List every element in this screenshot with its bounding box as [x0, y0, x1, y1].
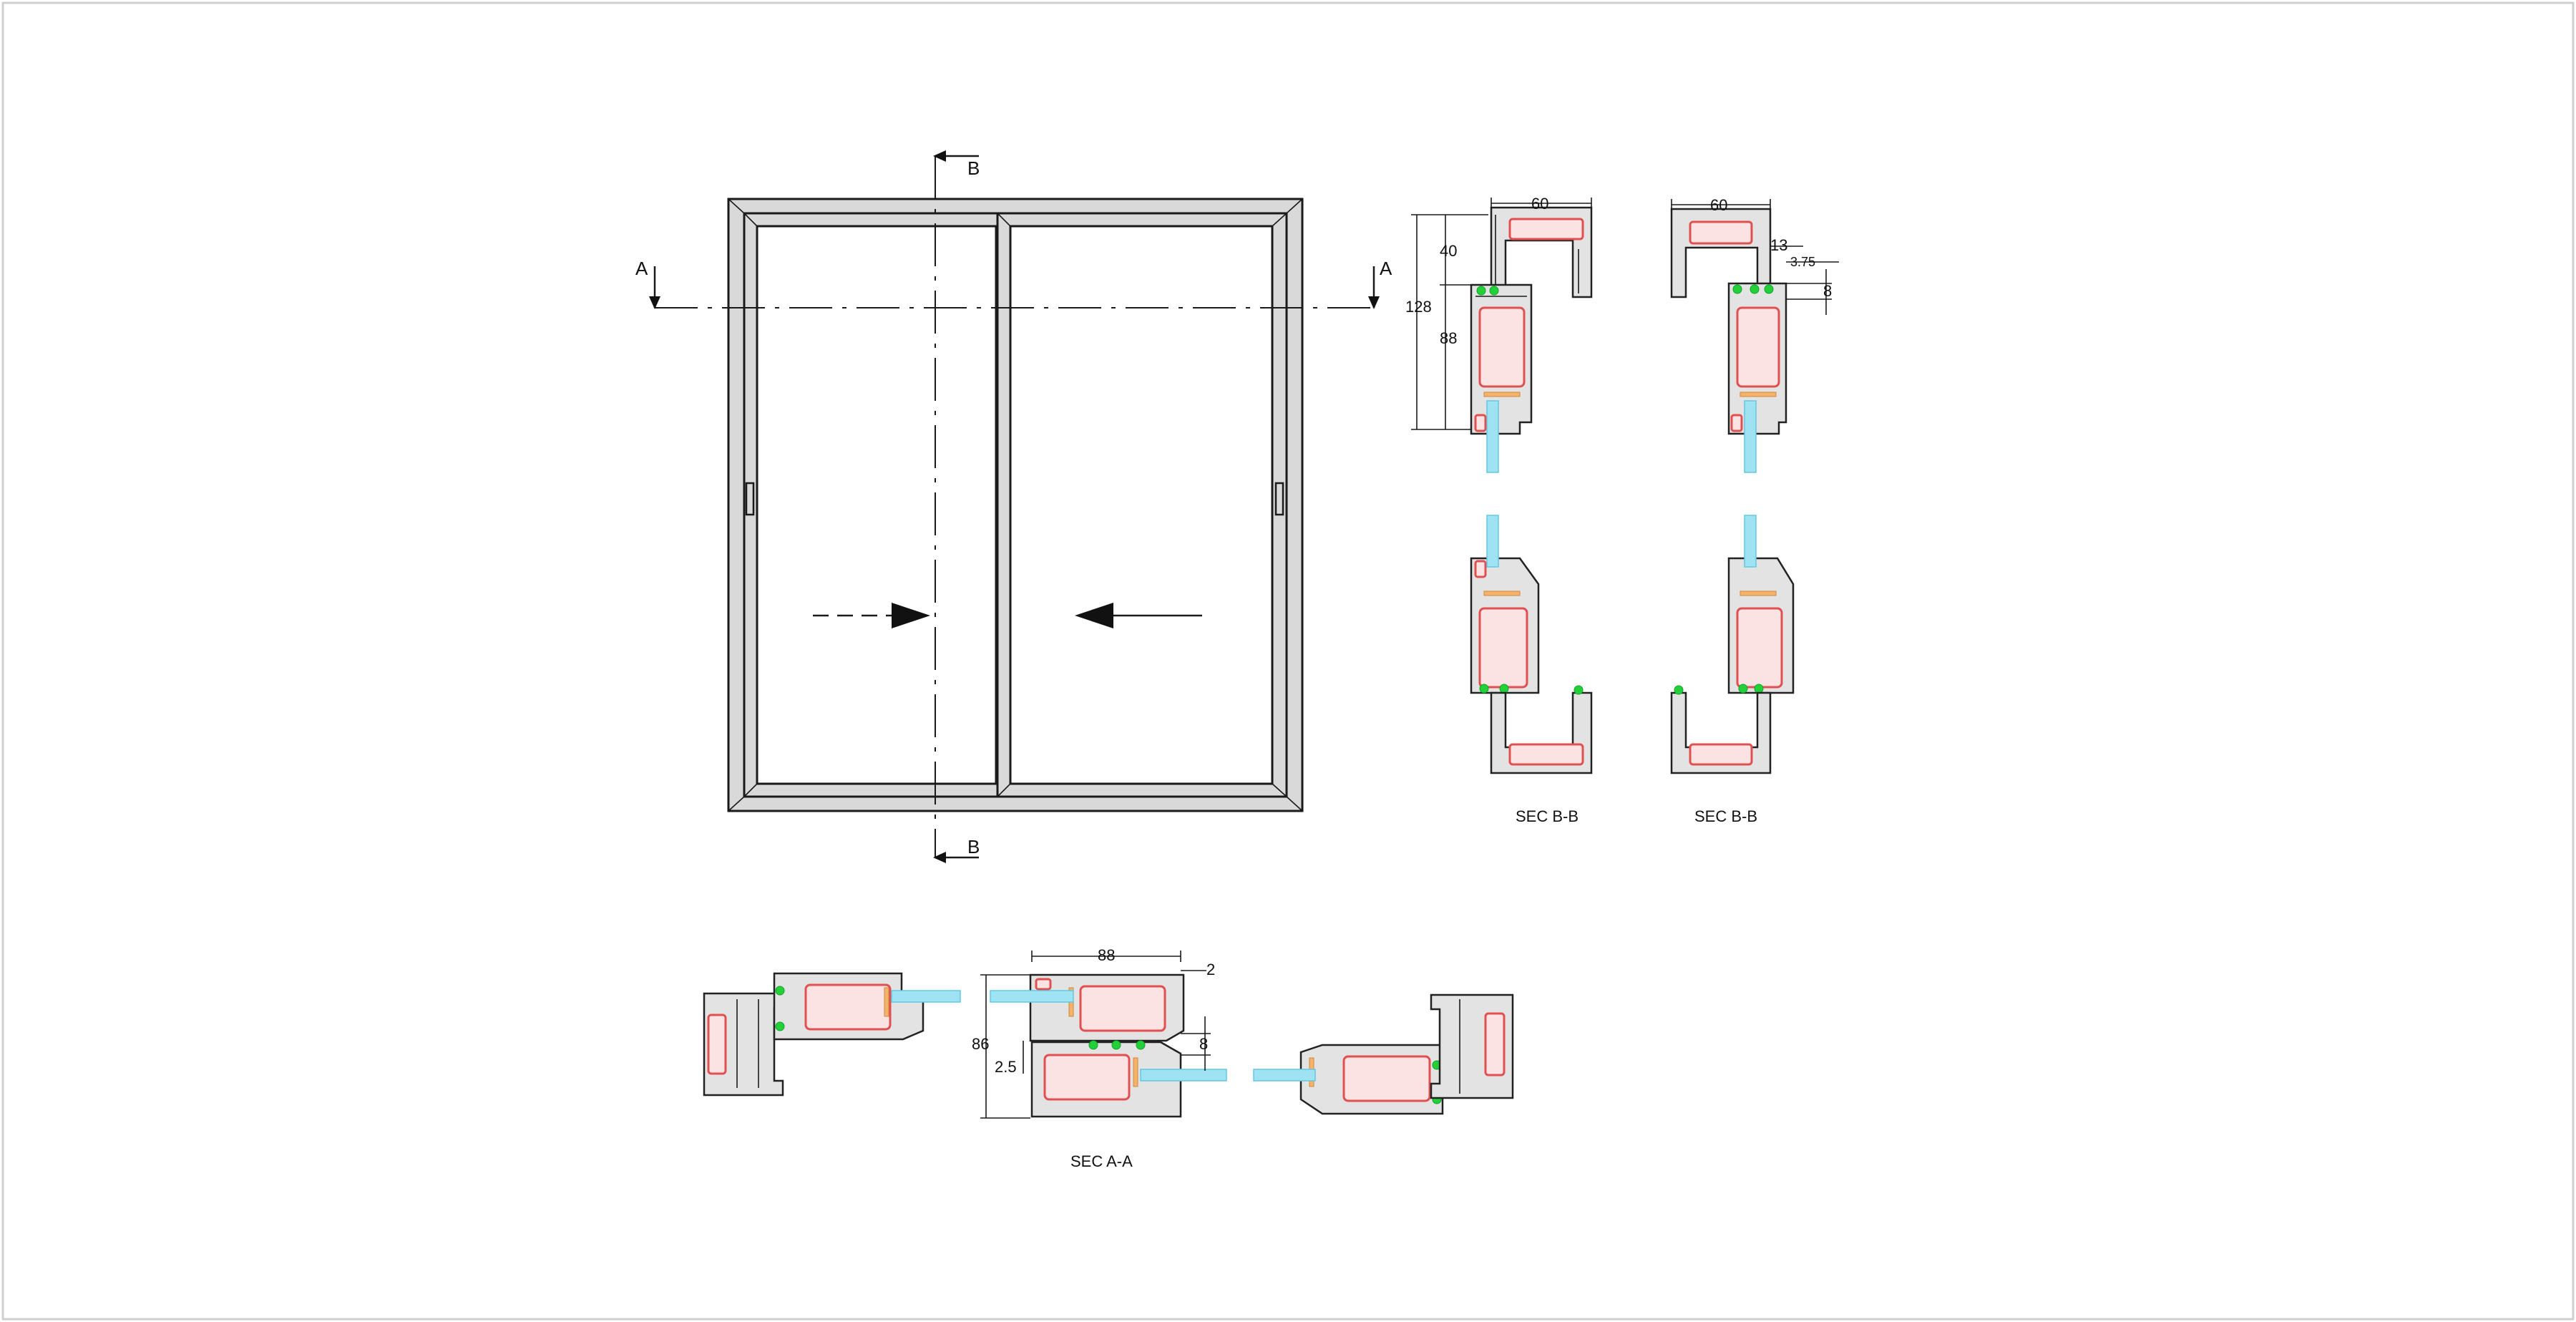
dim-gap: 13 — [1770, 236, 1787, 254]
left-sash-glass — [756, 225, 997, 785]
dim-offset: 3.75 — [1790, 255, 1815, 269]
dim-height: 86 — [972, 1035, 989, 1053]
section-mark-a-right: A — [1380, 258, 1392, 279]
right-sash-glass — [1009, 225, 1274, 785]
dim-overlap: 2 — [1206, 961, 1215, 978]
right-handle — [1274, 482, 1284, 516]
right-sash — [996, 212, 1288, 798]
sash-profile-upper — [1727, 282, 1787, 435]
left-handle — [745, 482, 755, 516]
opening-arrow-left-sash — [813, 603, 930, 628]
sash-profile-lower — [1727, 557, 1795, 694]
glass-left — [891, 990, 961, 1003]
sash-profile-upper — [1470, 283, 1533, 435]
dim-lower: 88 — [1440, 329, 1457, 347]
dim-width: 60 — [1531, 195, 1548, 213]
head-frame-profile — [1670, 208, 1772, 298]
meeting-stile-lower — [1030, 1040, 1182, 1118]
section-a-a: 88 2 86 2.5 8 SEC A-A — [703, 946, 1514, 1170]
section-caption-b-b-right: SEC B-B — [1694, 807, 1757, 825]
dimensions-b-b-left: 60 128 40 88 — [1405, 195, 1592, 430]
section-caption-b-b-left: SEC B-B — [1516, 807, 1579, 825]
dim-width: 88 — [1098, 946, 1115, 964]
left-sash-profile — [773, 972, 924, 1041]
dim-step: 8 — [1199, 1035, 1208, 1053]
dim-small: 8 — [1823, 282, 1832, 300]
sash-reinforcement — [1478, 306, 1526, 388]
glass-meeting-upper — [990, 990, 1074, 1003]
dim-clearance: 2.5 — [995, 1058, 1017, 1076]
section-line-b-b: B B — [933, 150, 980, 863]
sash-profile-lower — [1470, 557, 1540, 694]
section-caption-a-a: SEC A-A — [1070, 1152, 1133, 1170]
opening-arrow-right-sash — [1075, 603, 1202, 628]
section-mark-b-top: B — [967, 157, 980, 179]
section-mark-a-left: A — [635, 258, 648, 279]
dim-total: 128 — [1405, 298, 1432, 316]
glass-right — [1253, 1069, 1316, 1082]
right-jamb-profile — [1430, 993, 1514, 1099]
section-mark-b-bottom: B — [967, 836, 980, 857]
dimensions-a-a: 88 2 86 2.5 8 — [972, 946, 1215, 1119]
left-jamb-profile — [703, 992, 784, 1097]
glass-meeting-lower — [1140, 1069, 1227, 1082]
sliding-window-elevation: A A B B — [635, 150, 1392, 863]
dim-width: 60 — [1710, 196, 1727, 214]
glass-pane-lower — [1486, 515, 1499, 568]
section-b-b-left: 60 128 40 88 SEC B-B — [1405, 195, 1593, 825]
left-sash — [743, 212, 1010, 798]
section-b-b-right: 60 13 3.75 8 SEC B-B — [1670, 196, 1839, 825]
steel-reinforcement — [1508, 218, 1584, 240]
right-sash-profile — [1299, 1044, 1444, 1115]
sill-frame-profile — [1490, 685, 1593, 774]
sill-frame-profile — [1670, 685, 1772, 774]
meeting-stile-upper — [1029, 973, 1185, 1042]
dimensions-b-b-right: 60 13 3.75 8 — [1671, 196, 1839, 315]
section-line-a-a: A A — [635, 258, 1392, 309]
dim-top: 40 — [1440, 242, 1457, 260]
glass-pane-upper — [1486, 400, 1499, 473]
